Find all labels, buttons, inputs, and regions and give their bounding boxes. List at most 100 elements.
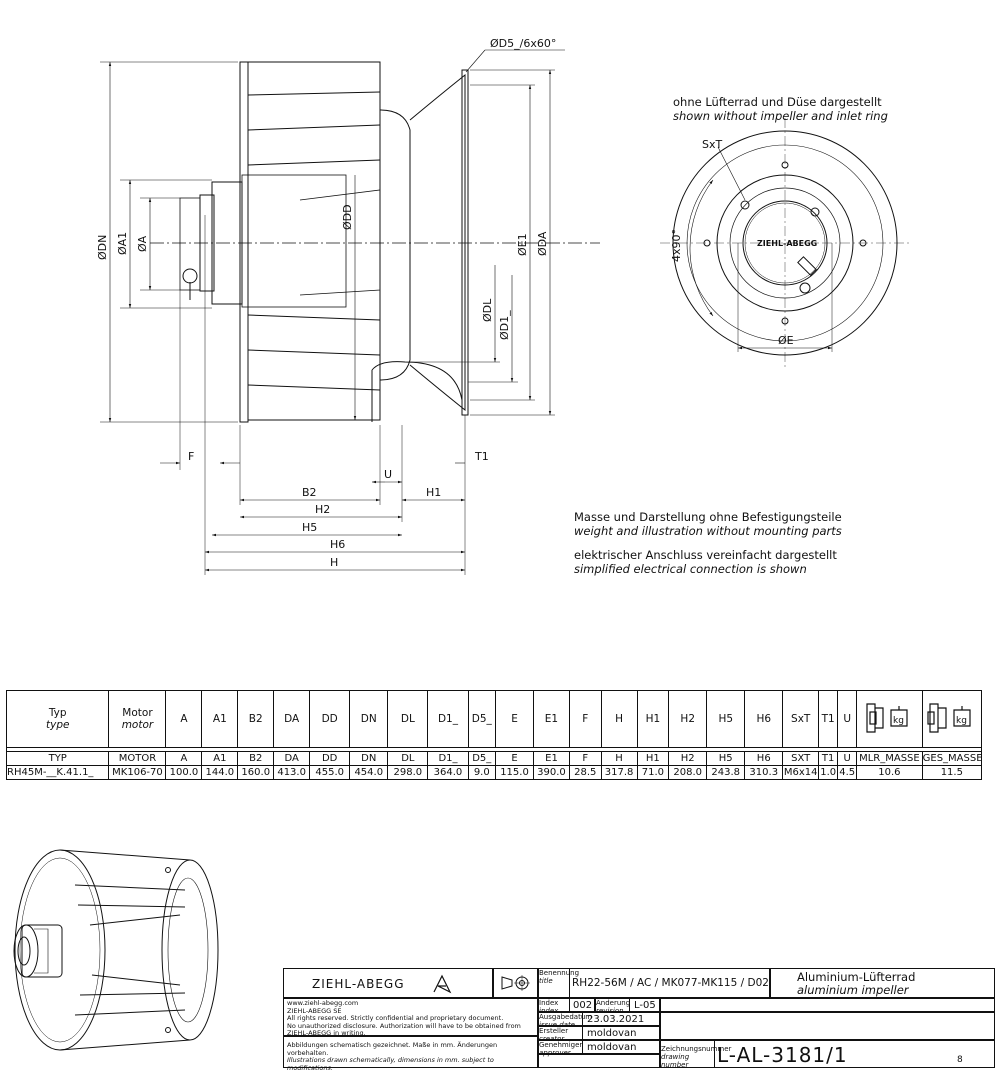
company-logo: ZIEHL-ABEGG xyxy=(312,977,405,991)
logo-box: ZIEHL-ABEGG xyxy=(283,968,493,998)
label-sxt: SxT xyxy=(702,138,722,151)
description-en: aluminium impeller xyxy=(797,983,909,997)
table-value-cell: 4.5 xyxy=(837,765,858,780)
label-dl: ØDL xyxy=(481,298,494,322)
header-cell: H1 xyxy=(636,690,670,748)
impeller-weight-icon: kg xyxy=(856,690,923,748)
title-value: RH22-56M / AC / MK077-MK115 / D02 xyxy=(572,977,769,989)
table-key-cell: H xyxy=(600,751,638,766)
table-value-cell: 71.0 xyxy=(636,765,670,780)
table-value-cell: 298.0 xyxy=(387,765,429,780)
table-value-cell: 243.8 xyxy=(706,765,746,780)
header-cell: D5_ xyxy=(467,690,497,748)
table-key-cell: SXT xyxy=(782,751,820,766)
schematic-notice: Abbildungen schematisch gezeichnet. Maße… xyxy=(283,1036,538,1071)
table-key-cell: A xyxy=(165,751,203,766)
table-value-cell: 100.0 xyxy=(165,765,203,780)
table-value-cell: 310.3 xyxy=(744,765,784,780)
table-value-cell: RH45M-__K.41.1_ xyxy=(5,765,110,780)
table-value-cell: MK106-70 xyxy=(108,765,167,780)
header-cell: H2 xyxy=(668,690,708,748)
table-key-cell: E xyxy=(494,751,535,766)
sheet-mark: 8 xyxy=(957,1055,963,1065)
projection-symbol-icon xyxy=(493,968,538,998)
table-key-cell: GES_MASSE xyxy=(921,751,983,766)
table-key-cell: H2 xyxy=(668,751,708,766)
table-key-cell: DD xyxy=(309,751,351,766)
title-value-box: RH22-56M / AC / MK077-MK115 / D02 xyxy=(570,968,770,998)
brand-plate: ZIEHL-ABEGG xyxy=(757,239,817,248)
drawing-number: L-AL-3181/1 xyxy=(717,1043,848,1067)
table-key-cell: DA xyxy=(273,751,311,766)
blank-cell xyxy=(538,1054,660,1068)
svg-text:kg: kg xyxy=(956,716,967,726)
label-h1: H1 xyxy=(426,486,441,499)
header-cell: E1 xyxy=(533,690,570,748)
table-value-cell: 11.5 xyxy=(921,765,983,780)
label-d5: ØD5_/6x60° xyxy=(490,37,556,50)
issue-date-value: 23.03.2021 xyxy=(583,1012,660,1026)
header-cell: A1 xyxy=(201,690,239,748)
index-value: 002 xyxy=(570,998,595,1012)
table-value-cell: 1.0 xyxy=(818,765,839,780)
label-da: ØDA xyxy=(536,231,549,256)
blank-cell xyxy=(660,1012,995,1040)
header-cell: DL xyxy=(387,690,429,748)
label-u: U xyxy=(384,468,392,481)
header-cell: DA xyxy=(273,690,311,748)
creator-value: moldovan xyxy=(583,1026,660,1040)
label-b2: B2 xyxy=(302,486,317,499)
label-h2: H2 xyxy=(315,503,330,516)
label-dd: ØDD xyxy=(341,204,354,230)
table-key-cell: A1 xyxy=(201,751,239,766)
table-value-cell: 364.0 xyxy=(427,765,469,780)
label-e1: ØE1 xyxy=(516,233,529,256)
approver-value: moldovan xyxy=(583,1040,660,1054)
header-cell: H xyxy=(600,690,638,748)
header-cell: DN xyxy=(349,690,389,748)
table-key-cell: DL xyxy=(387,751,429,766)
header-cell: H6 xyxy=(744,690,784,748)
description-de: Aluminium-Lüfterrad xyxy=(797,970,916,984)
table-key-cell: D1_ xyxy=(427,751,469,766)
table-spacer xyxy=(6,747,982,752)
header-cell: DD xyxy=(309,690,351,748)
svg-text:kg: kg xyxy=(893,716,904,726)
table-value-cell: 455.0 xyxy=(309,765,351,780)
table-value-cell: 10.6 xyxy=(856,765,923,780)
table-key-cell: H6 xyxy=(744,751,784,766)
table-key-cell: U xyxy=(837,751,858,766)
label-f: F xyxy=(188,450,194,463)
label-h: H xyxy=(330,556,338,569)
note-electrical: elektrischer Anschluss vereinfacht darge… xyxy=(574,548,837,576)
label-t1: T1 xyxy=(474,450,489,463)
table-value-cell: 160.0 xyxy=(237,765,275,780)
table-value-cell: 317.8 xyxy=(600,765,638,780)
table-value-cell: 208.0 xyxy=(668,765,708,780)
table-value-cell: 390.0 xyxy=(533,765,570,780)
header-cell: T1 xyxy=(818,690,839,748)
table-value-cell: 413.0 xyxy=(273,765,311,780)
impeller-illustration xyxy=(13,849,219,1051)
label-d1: ØD1_ xyxy=(498,310,511,340)
table-key-cell: E1 xyxy=(533,751,570,766)
label-a1: ØA1 xyxy=(116,232,129,255)
description-box: Aluminium-Lüfterrad aluminium impeller xyxy=(770,968,995,998)
legal-notice: www.ziehl-abegg.com ZIEHL-ABEGG SE All r… xyxy=(283,998,538,1037)
label-dn: ØDN xyxy=(96,235,109,260)
blank-cell xyxy=(660,998,995,1012)
header-cell: B2 xyxy=(237,690,275,748)
header-cell: SxT xyxy=(782,690,820,748)
header-cell: U xyxy=(837,690,858,748)
